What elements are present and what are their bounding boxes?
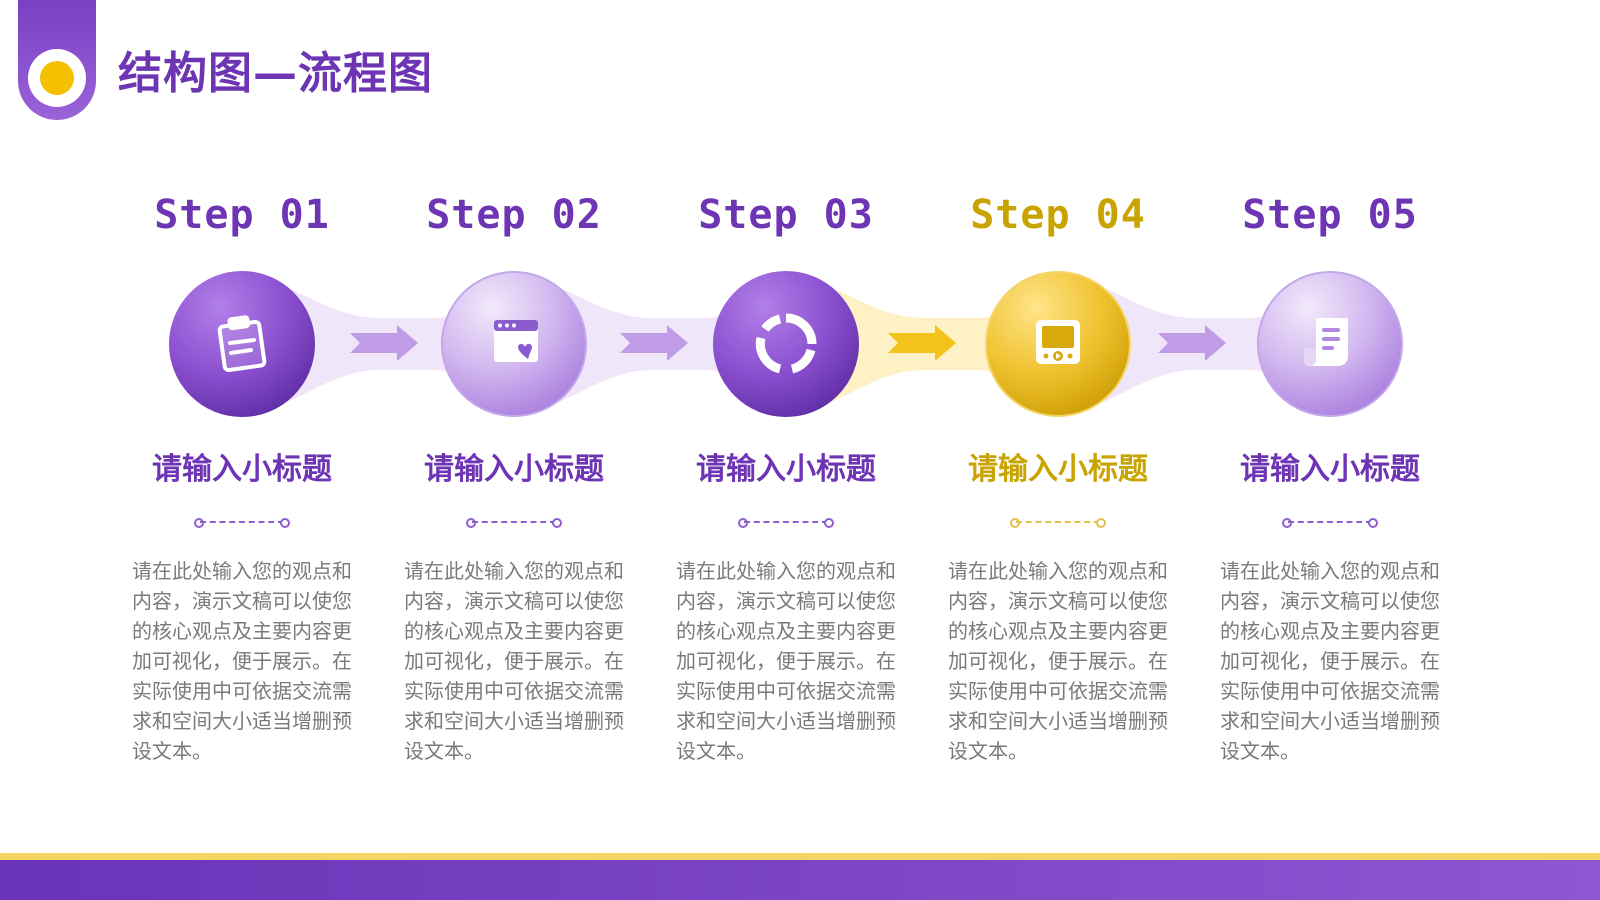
step-1-circle [169, 271, 315, 417]
step-3-description: 请在此处输入您的观点和内容，演示文稿可以使您的核心观点及主要内容更加可视化，便于… [676, 559, 896, 763]
corner-dot-decoration [40, 61, 74, 95]
step-2-label: Step 02 [426, 192, 602, 238]
document-icon [1304, 318, 1348, 366]
donut-chart-icon [755, 313, 817, 374]
step-1-description: 请在此处输入您的观点和内容，演示文稿可以使您的核心观点及主要内容更加可视化，便于… [132, 559, 352, 763]
step-4-label: Step 04 [970, 192, 1146, 238]
arrow-4-icon [1158, 325, 1226, 361]
step-4-subtitle: 请输入小标题 [968, 452, 1148, 487]
connector-3-4 [802, 280, 1064, 410]
clipboard-icon [217, 315, 267, 373]
step-3-label: Step 03 [698, 192, 874, 238]
step-5-divider [1282, 517, 1378, 528]
step-2-circle [441, 271, 587, 417]
step-3-subtitle: 请输入小标题 [696, 452, 876, 487]
arrow-1-icon [350, 325, 418, 361]
footer-yellow-stripe [0, 853, 1600, 860]
step-3-circle [713, 271, 859, 417]
step-5-description: 请在此处输入您的观点和内容，演示文稿可以使您的核心观点及主要内容更加可视化，便于… [1220, 559, 1440, 763]
step-4-circle [985, 271, 1131, 417]
step-2-divider [466, 517, 562, 528]
step-5-label: Step 05 [1242, 192, 1418, 238]
step-4-divider [1010, 517, 1106, 528]
step-4-description: 请在此处输入您的观点和内容，演示文稿可以使您的核心观点及主要内容更加可视化，便于… [948, 559, 1168, 763]
browser-heart-icon [494, 320, 538, 363]
footer-purple-bar [0, 860, 1600, 900]
connector-1-2 [258, 280, 520, 410]
arrow-2-icon [620, 325, 688, 361]
step-2-subtitle: 请输入小标题 [424, 452, 604, 487]
arrow-3-icon [888, 325, 956, 361]
step-3-divider [738, 517, 834, 528]
step-2-description: 请在此处输入您的观点和内容，演示文稿可以使您的核心观点及主要内容更加可视化，便于… [404, 559, 624, 763]
step-1-subtitle: 请输入小标题 [152, 452, 332, 487]
step-1-divider [194, 517, 290, 528]
connector-2-3 [530, 280, 792, 410]
flow-diagram [169, 271, 1403, 417]
connector-4-5 [1074, 280, 1336, 410]
video-player-icon [1036, 320, 1080, 364]
page-title: 结构图—流程图 [118, 48, 433, 99]
step-5-circle [1257, 271, 1403, 417]
step-1-label: Step 01 [154, 192, 330, 238]
step-5-subtitle: 请输入小标题 [1240, 452, 1420, 487]
